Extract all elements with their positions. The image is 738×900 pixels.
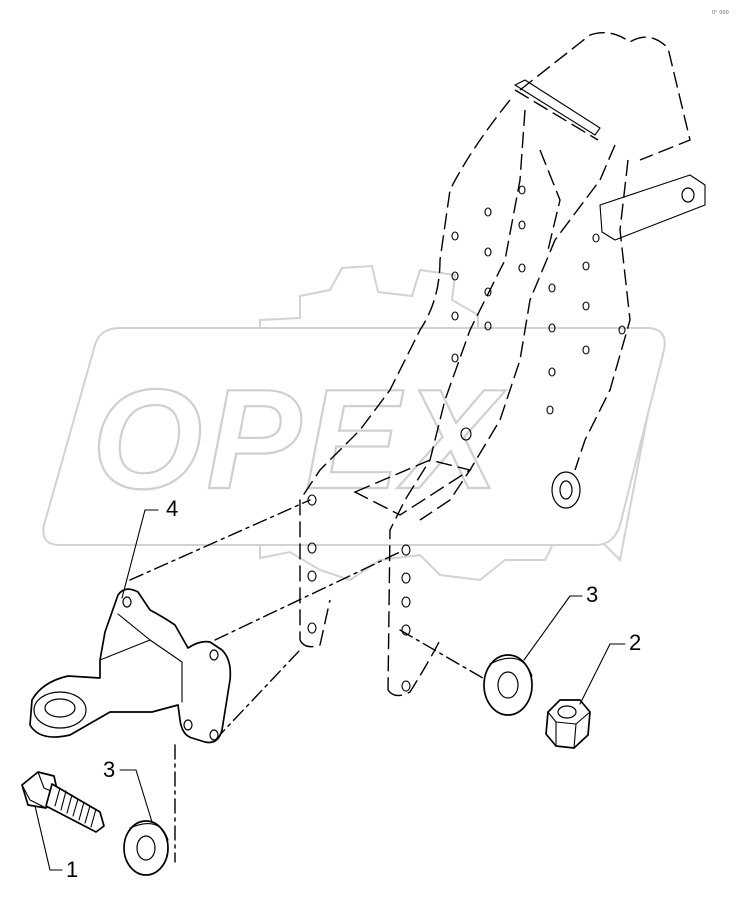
callout-3-upper: 3: [523, 582, 598, 661]
frame-ghost: [299, 32, 706, 697]
washer-part-3-lower: [123, 820, 169, 876]
callout-label-4: 4: [166, 496, 178, 521]
watermark-text: OPEX: [92, 360, 506, 519]
assembly-centerlines: [129, 499, 501, 863]
callout-4: 4: [121, 496, 178, 599]
hex-bolt-part-1: [21, 771, 105, 833]
callout-label-3-upper: 3: [586, 582, 598, 607]
callout-label-2: 2: [629, 630, 641, 655]
drawbar-bracket-part-4: [29, 588, 232, 744]
callout-3-lower: 3: [103, 757, 153, 823]
callout-label-3-lower: 3: [103, 757, 115, 782]
callout-2: 2: [579, 630, 641, 705]
hex-nut-part-2: [545, 699, 591, 749]
callout-1: 1: [34, 805, 78, 882]
washer-part-3-upper: [483, 654, 533, 716]
opex-watermark: OPEX: [42, 264, 666, 582]
callout-label-1: 1: [66, 857, 78, 882]
corner-code: 0° 000: [712, 10, 729, 16]
